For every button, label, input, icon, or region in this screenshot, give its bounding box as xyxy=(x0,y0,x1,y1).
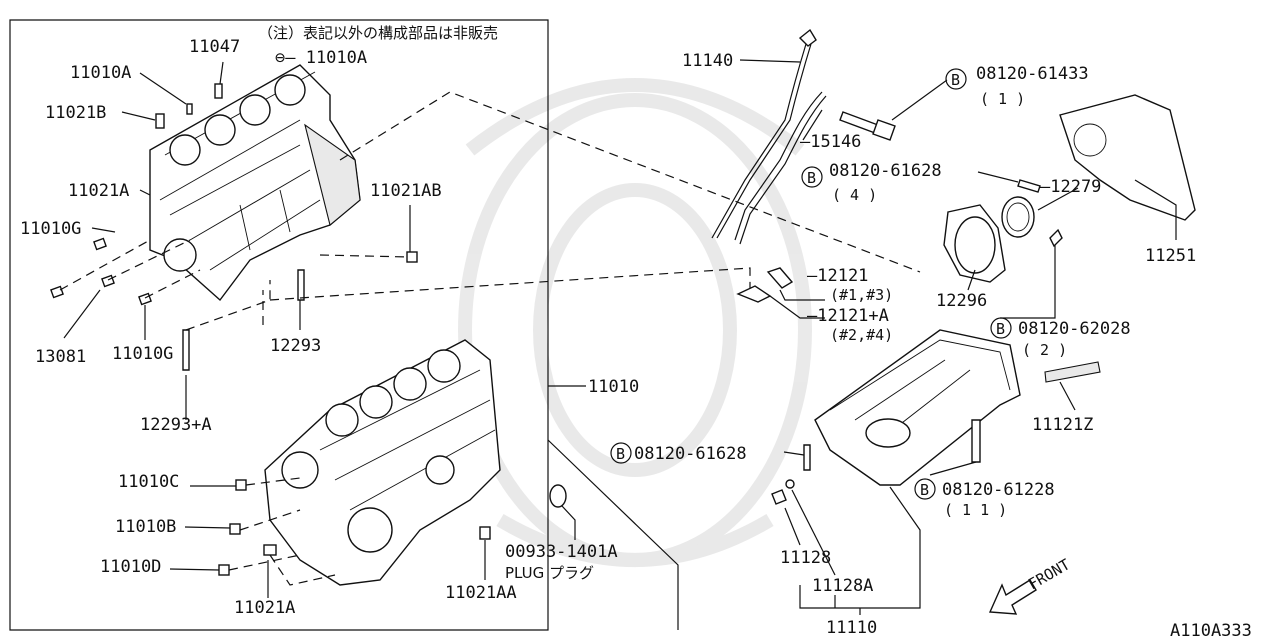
label-11110: 11110 xyxy=(826,618,877,638)
label-11021B: 11021B xyxy=(45,103,106,123)
label-11021A-upper: 11021A xyxy=(68,181,129,201)
small-parts-upper xyxy=(50,83,418,371)
bolt-symbol-text: B xyxy=(616,445,625,463)
bolt-symbol-icon xyxy=(914,478,936,500)
leader-lines xyxy=(63,59,1177,615)
label-plug: PLUG プラグ xyxy=(505,564,594,582)
note-text: （注）表記以外の構成部品は非販売 xyxy=(258,24,498,42)
label-11047: 11047 xyxy=(189,37,240,57)
label-11251: 11251 xyxy=(1145,246,1196,266)
label-11010G-left: 11010G xyxy=(20,219,81,239)
label-00933-1401A: 00933-1401A xyxy=(505,542,618,562)
label-11021A-lower: 11021A xyxy=(234,598,295,618)
bolt-symbol-text: B xyxy=(807,169,816,187)
label-15146: —15146 xyxy=(800,132,861,152)
oil-dipstick xyxy=(711,28,817,239)
label-11021AA: 11021AA xyxy=(445,583,517,603)
qty-08120-61628-upper: ( 4 ) xyxy=(832,186,877,204)
qty-08120-62028: ( 2 ) xyxy=(1022,341,1067,359)
bolt-symbol-text: B xyxy=(996,320,1005,338)
block-group-leader xyxy=(547,439,679,630)
label-12293A: 12293+A xyxy=(140,415,212,435)
label-12121: —12121 xyxy=(807,266,868,286)
bolt-symbol-icon xyxy=(990,317,1012,339)
label-11128A: 11128A xyxy=(812,576,873,596)
label-12121A: —12121+A xyxy=(807,306,889,326)
watermark-crest xyxy=(458,78,812,567)
cylinder-block-lower xyxy=(264,339,501,586)
label-11010A-left: 11010A xyxy=(70,63,131,83)
dashed-leaders-upper xyxy=(59,91,921,331)
bolt-symbol-text: B xyxy=(920,481,929,499)
oil-pan-11110 xyxy=(771,329,1101,505)
rear-plate-11251 xyxy=(1059,94,1196,221)
label-08120-61228: 08120-61228 xyxy=(942,480,1055,500)
dipstick-guide xyxy=(734,91,827,245)
label-08120-61628-upper: 08120-61628 xyxy=(829,161,942,181)
label-11010G-lower: 11010G xyxy=(112,344,173,364)
figure-code: A110A333 xyxy=(1170,621,1252,639)
cylinder-block-upper xyxy=(149,64,361,302)
qty-08120-61228: ( 1 1 ) xyxy=(944,501,1007,519)
bolt-08120-61433 xyxy=(839,111,896,141)
label-12293: 12293 xyxy=(270,336,321,356)
label-08120-61628-lower: 08120-61628 xyxy=(634,444,747,464)
front-label: FRONT xyxy=(1025,555,1073,593)
bolt-symbol-icon xyxy=(610,442,632,464)
rear-oil-seal-assembly xyxy=(943,179,1063,283)
label-11128: 11128 xyxy=(780,548,831,568)
bolt-symbol-group: B B B B B xyxy=(610,68,1012,500)
bolt-symbol-text: B xyxy=(951,71,960,89)
bolt-symbol-icon xyxy=(945,68,967,90)
label-12121-cyl: (#1,#3) xyxy=(830,286,893,304)
label-11010D: 11010D xyxy=(100,557,161,577)
label-13081: 13081 xyxy=(35,347,86,367)
qty-08120-61433: ( 1 ) xyxy=(980,90,1025,108)
label-11021AB: 11021AB xyxy=(370,181,442,201)
label-11010A-right: ⊖— 11010A xyxy=(275,48,367,68)
label-12121A-cyl: (#2,#4) xyxy=(830,326,893,344)
small-parts-lower xyxy=(218,479,567,576)
label-12296: 12296 xyxy=(936,291,987,311)
label-11010B: 11010B xyxy=(115,517,176,537)
label-08120-61433: 08120-61433 xyxy=(976,64,1089,84)
dashed-leaders-lower xyxy=(228,477,336,586)
label-11010: 11010 xyxy=(588,377,639,397)
label-11121Z: 11121Z xyxy=(1032,415,1093,435)
bolt-symbol-icon xyxy=(801,166,823,188)
front-arrow-icon xyxy=(988,579,1037,615)
label-11010C: 11010C xyxy=(118,472,179,492)
group-frame xyxy=(9,19,549,631)
label-12279: —12279 xyxy=(1040,177,1101,197)
label-08120-62028: 08120-62028 xyxy=(1018,319,1131,339)
label-11140: 11140 xyxy=(682,51,733,71)
